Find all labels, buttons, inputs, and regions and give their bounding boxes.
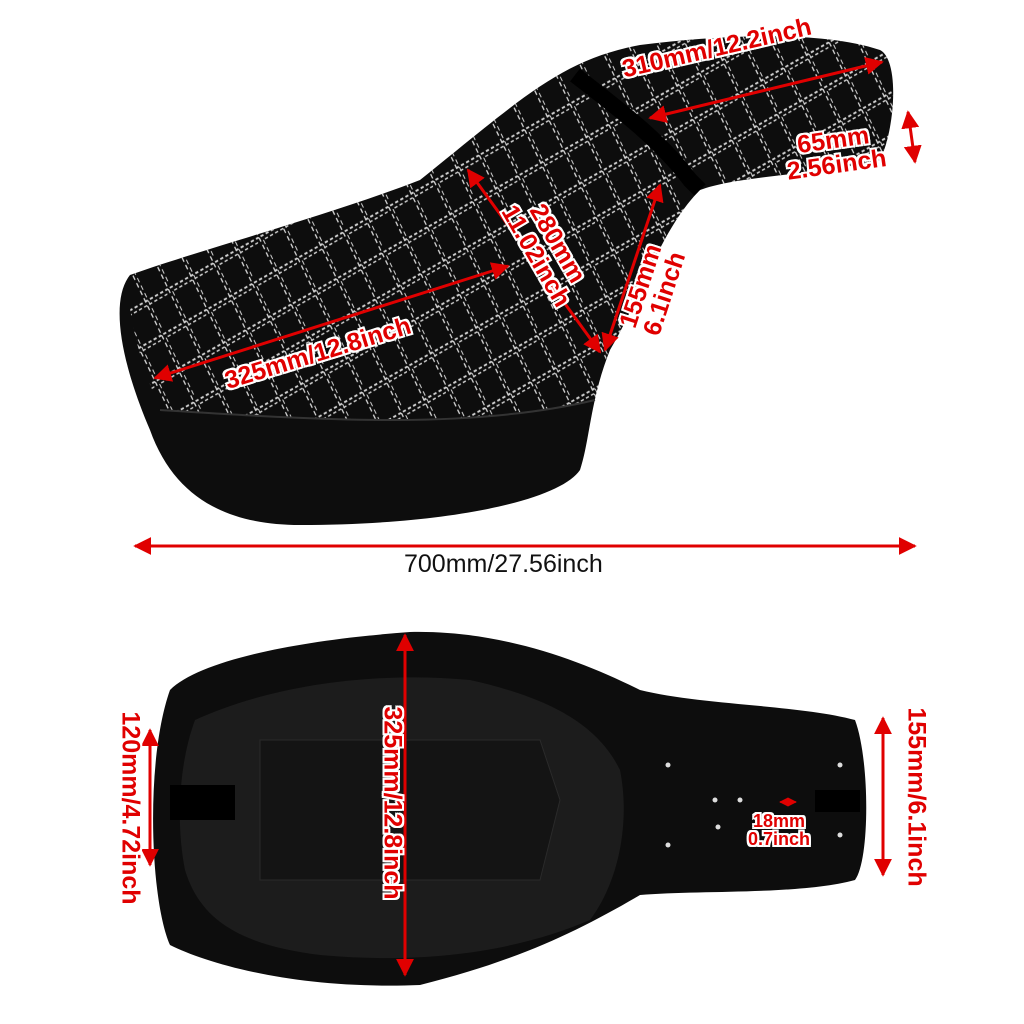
- total-length-label: 700mm/27.56inch: [404, 550, 603, 578]
- rear-width-bottom-label: 155mm/6.1inch: [902, 707, 931, 887]
- front-width-label: 120mm/4.72inch: [116, 711, 145, 905]
- hole-spacing-mm: 18mm: [753, 811, 806, 831]
- hole-spacing-inch: 0.7inch: [748, 829, 811, 849]
- bottom-width-label: 325mm/12.8inch: [378, 706, 407, 900]
- seat-bottom-view: [153, 631, 867, 986]
- dimension-arrows: [133, 57, 922, 977]
- hole-spacing-label: 18mm 0.7inch: [748, 812, 810, 848]
- seat-top-view: [119, 36, 894, 525]
